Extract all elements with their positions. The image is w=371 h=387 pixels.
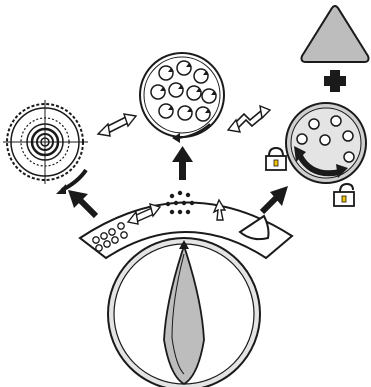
concentric-spray-face	[3, 100, 88, 194]
plus-symbol	[324, 70, 346, 92]
arrow-to-lock-icon	[262, 186, 288, 212]
padlock-closed-icon	[266, 148, 286, 170]
selector-dial	[108, 238, 260, 387]
swap-arrows-icon	[98, 114, 136, 136]
arrow-to-swirl-icon	[172, 146, 193, 180]
swap-arrows-icon	[228, 106, 270, 132]
swirling-jets-face	[140, 53, 224, 143]
triangle-button-icon	[302, 6, 369, 62]
arrow-to-concentric-icon	[68, 190, 100, 216]
rotating-lock-face	[286, 103, 366, 183]
padlock-open-icon	[334, 184, 354, 206]
